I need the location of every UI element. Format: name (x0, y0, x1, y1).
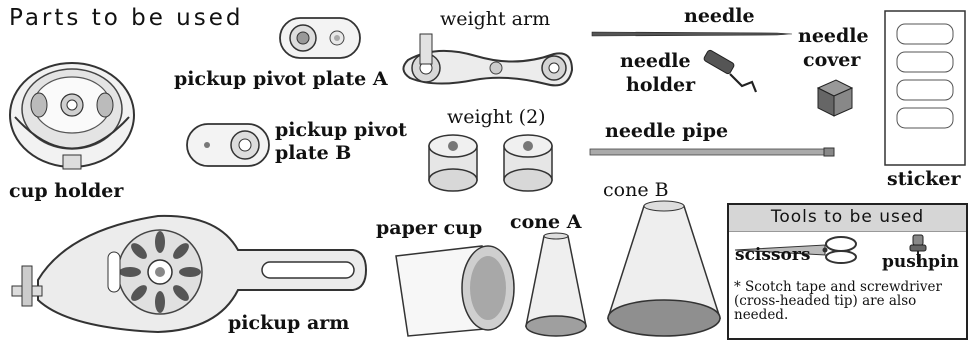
needle-cover-label-line2: cover (803, 50, 860, 71)
pickup-pivot-plate-b-label-line1: pickup pivot (275, 120, 407, 141)
paper-cup-label: paper cup (376, 218, 482, 239)
needle-label: needle (684, 6, 755, 27)
weight-illustration-left (425, 132, 481, 194)
tools-note: * Scotch tape and screwdriver (cross-hea… (734, 280, 964, 322)
pushpin-label: pushpin (882, 252, 959, 273)
cone-a-illustration (522, 232, 590, 338)
pickup-arm-label: pickup arm (228, 313, 349, 334)
needle-cover-label-line1: needle (798, 26, 869, 47)
cone-b-illustration (604, 200, 724, 338)
weight-arm-illustration (396, 30, 576, 100)
tools-panel: Tools to be used scissors pushpin * Scot… (727, 203, 968, 340)
pickup-pivot-plate-a-illustration (278, 12, 362, 64)
needle-pipe-label: needle pipe (605, 121, 728, 142)
tools-panel-header: Tools to be used (729, 205, 966, 232)
cone-a-label: cone A (510, 212, 582, 233)
pickup-pivot-plate-b-label-line2: plate B (275, 143, 351, 164)
pickup-pivot-plate-a-label: pickup pivot plate A (174, 69, 388, 90)
weight-label: weight (2) (447, 107, 546, 128)
weight-illustration-right (500, 132, 556, 194)
paper-cup-illustration (378, 242, 518, 340)
sticker-illustration (884, 10, 966, 166)
weight-arm-label: weight arm (440, 9, 550, 30)
tools-title: Tools to be used (729, 207, 966, 227)
pickup-pivot-plate-b-illustration (185, 118, 271, 172)
cup-holder-illustration (5, 45, 140, 175)
needle-illustration (592, 28, 792, 40)
needle-pipe-illustration (590, 145, 836, 159)
scissors-label: scissors (735, 245, 810, 266)
sticker-label: sticker (887, 169, 961, 190)
cup-holder-label: cup holder (9, 181, 123, 202)
needle-holder-label-line2: holder (626, 75, 695, 96)
section-title: Parts to be used (9, 5, 243, 31)
needle-holder-illustration (700, 52, 760, 97)
cone-b-label: cone B (603, 180, 669, 201)
needle-holder-label-line1: needle (620, 51, 691, 72)
needle-cover-illustration (812, 78, 856, 118)
